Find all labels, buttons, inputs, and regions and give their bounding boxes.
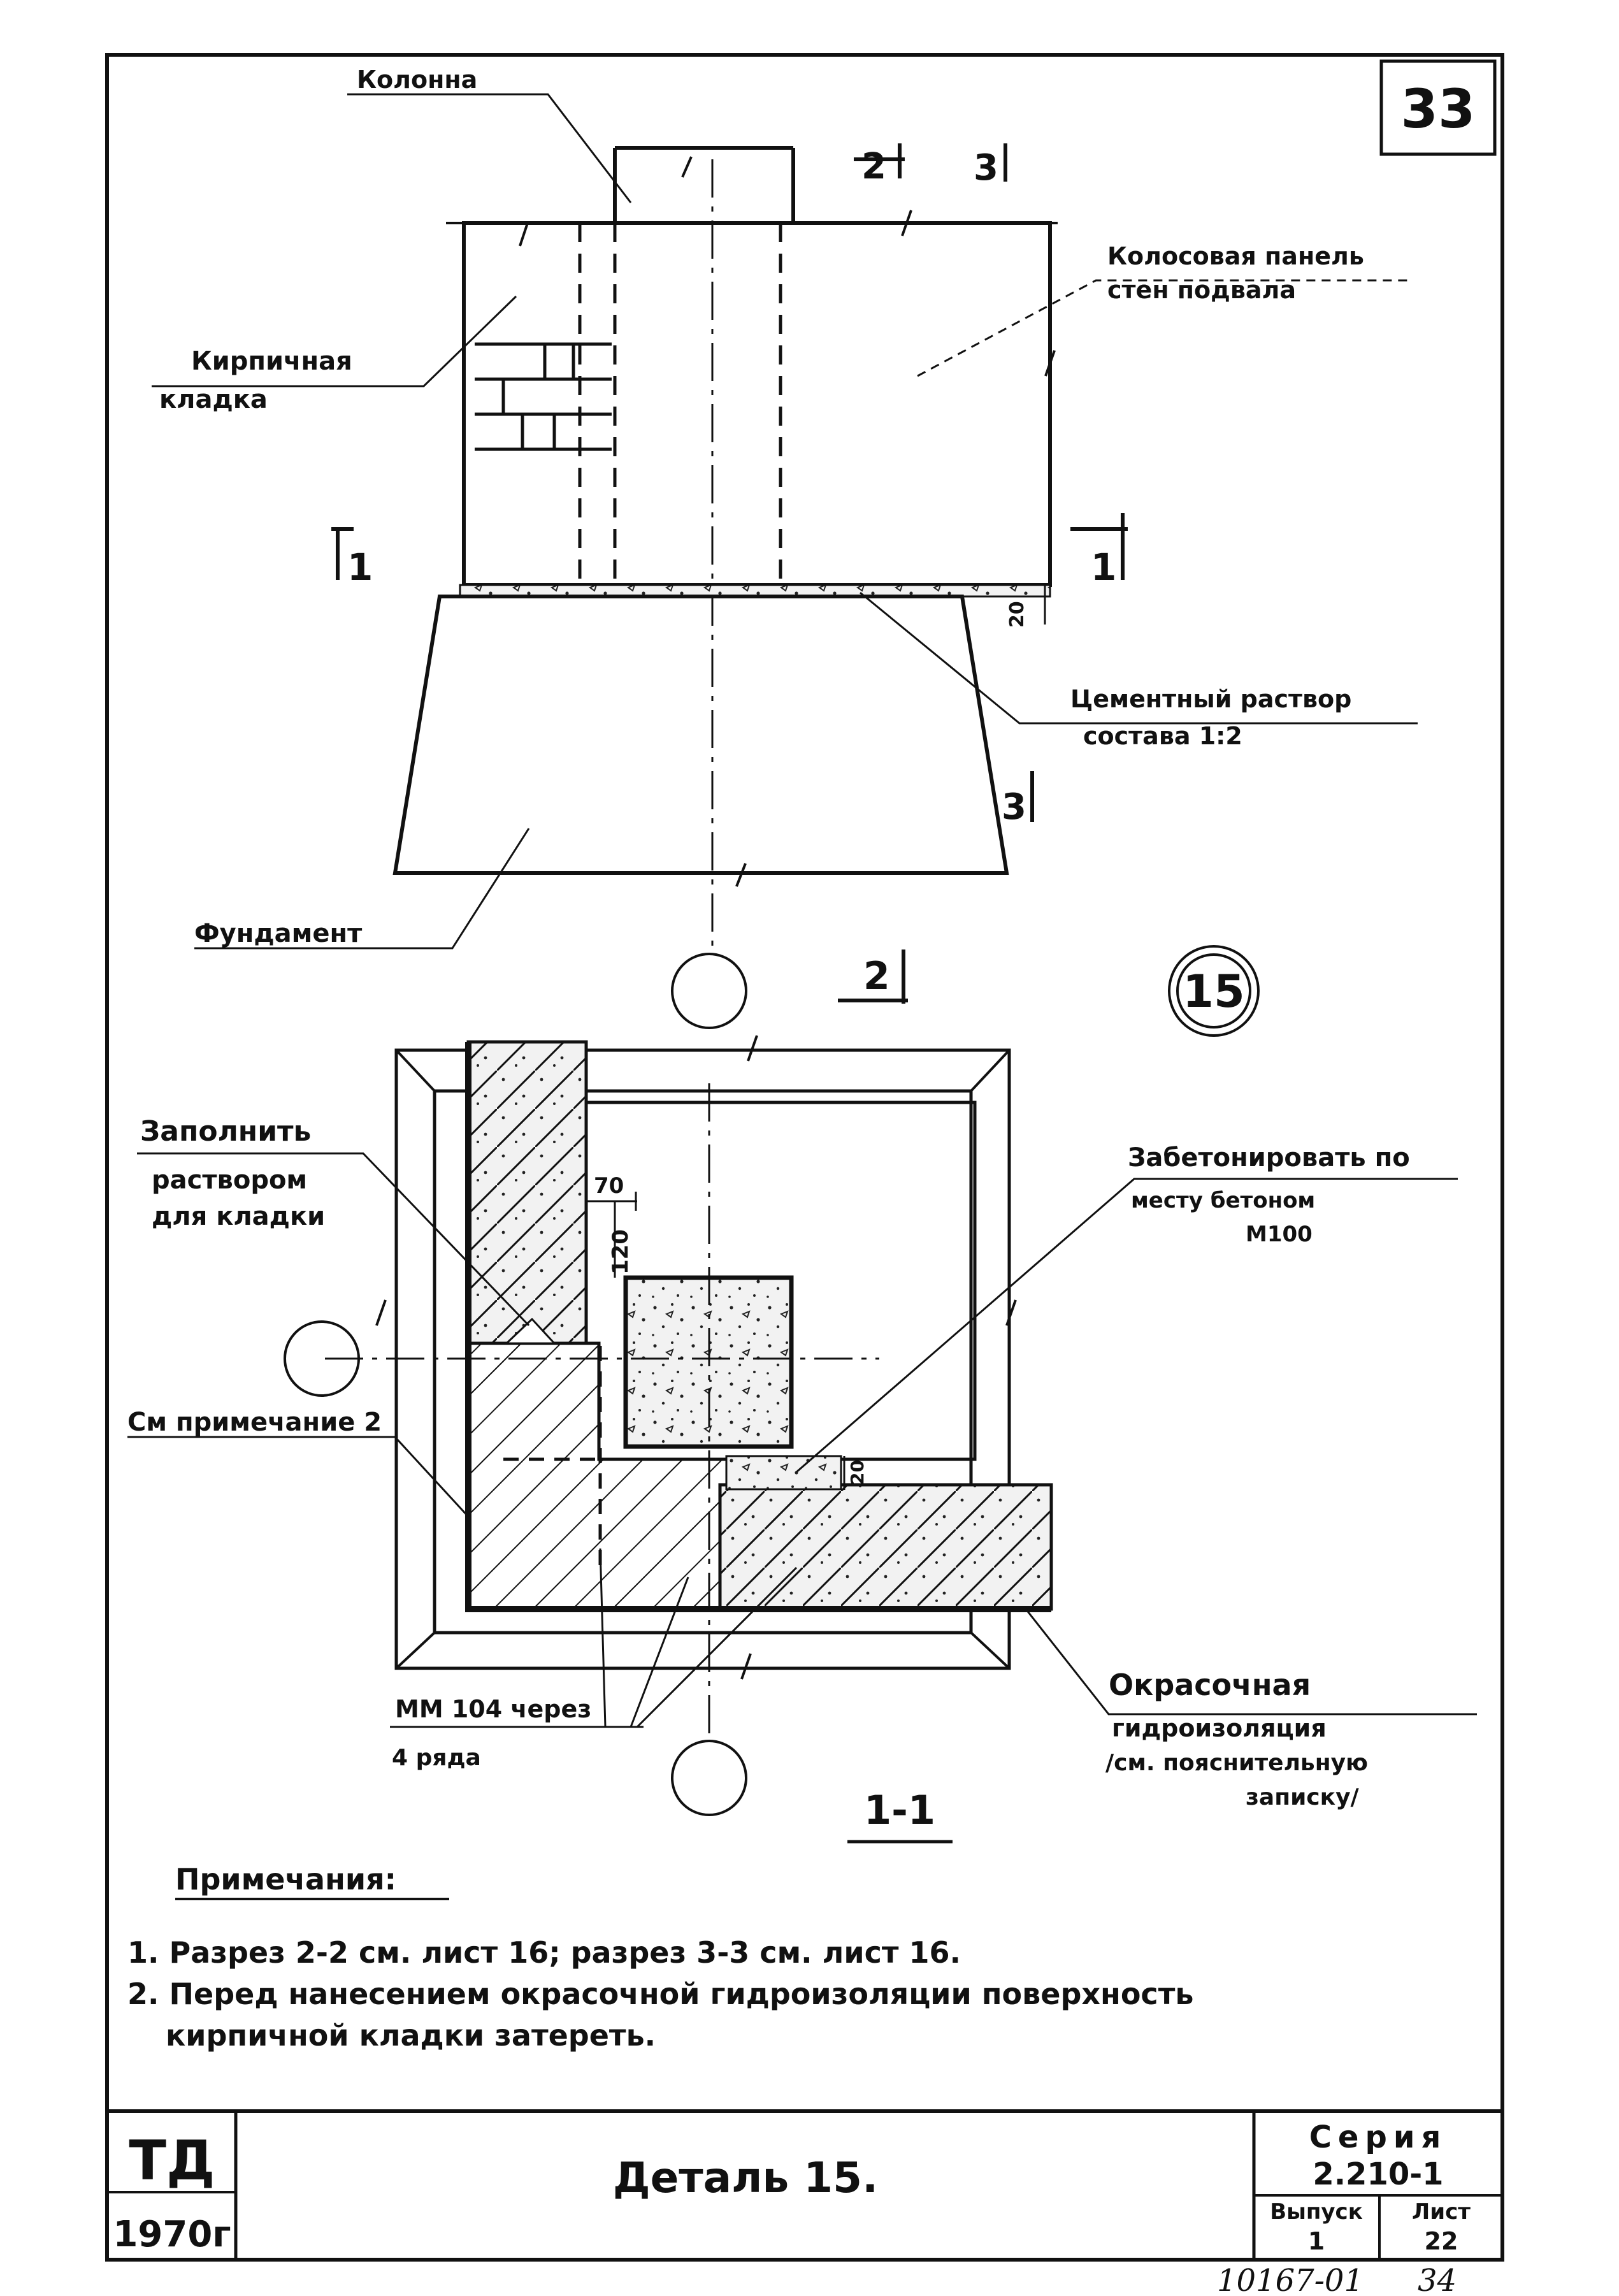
sheet-label: Лист xyxy=(1412,2199,1471,2225)
rebar-mesh-lines xyxy=(503,1346,723,1574)
svg-text:3: 3 xyxy=(974,147,998,189)
column xyxy=(613,146,795,223)
foundation xyxy=(392,595,1009,887)
svg-text:1: 1 xyxy=(347,545,373,589)
label-concrete-line2: месту бетоном xyxy=(1131,1188,1315,1213)
label-brick-line2: кладка xyxy=(159,385,268,414)
label-panel-line1: Колосовая панель xyxy=(1107,242,1364,270)
detail-number-marker: 15 xyxy=(1168,945,1260,1037)
label-paint-line4: записку/ xyxy=(1246,1784,1360,1810)
issue-value: 1 xyxy=(1308,2227,1325,2255)
section-mark-1-left: 1 xyxy=(331,527,373,589)
axis-marker-left xyxy=(284,1320,360,1397)
wall-panel xyxy=(446,159,1058,949)
label-panel-line2: стен подвала xyxy=(1107,276,1296,304)
section-title-1-1: 1-1 xyxy=(847,1787,953,1844)
svg-text:20: 20 xyxy=(1006,601,1028,628)
foundation-leader xyxy=(194,828,530,949)
horizontal-wall-panel xyxy=(718,1483,1053,1611)
note-2b: кирпичной кладки затереть. xyxy=(166,2018,656,2053)
notes-heading: Примечания: xyxy=(175,1862,396,1896)
label-brick-line1: Кирпичная xyxy=(191,347,352,376)
label-concrete-line1: Забетонировать по xyxy=(1128,1143,1410,1173)
label-mesh-line1: ММ 104 через xyxy=(395,1695,591,1723)
label-paint-line2: гидроизоляция xyxy=(1112,1714,1327,1742)
concrete-leader xyxy=(796,1178,1458,1473)
svg-text:1: 1 xyxy=(1091,545,1116,589)
title-block: ТД 1970г Деталь 15. Серия 2.210-1 Выпуск… xyxy=(107,2109,1502,2260)
sheet-frame: 33 xyxy=(105,53,1504,2262)
paint-waterproofing-line xyxy=(465,1042,1051,1612)
elevation-view: 1 1 2 3 3 20 Колонна Колосовая панель ст… xyxy=(152,66,1418,1029)
notes-block: Примечания: 1. Разрез 2-2 см. лист 16; р… xyxy=(127,1862,1193,2053)
panel-leader xyxy=(917,279,1408,377)
section-mark-2-top: 2 xyxy=(854,143,905,187)
svg-text:3: 3 xyxy=(1002,786,1026,828)
axis-marker-top xyxy=(671,953,747,1029)
org-mark: ТД xyxy=(129,2129,215,2193)
archive-stamp: 10167-01 xyxy=(1217,2263,1364,2296)
dimension-20: 20 xyxy=(843,1456,868,1490)
sheet-value: 22 xyxy=(1425,2227,1458,2255)
series-value: 2.210-1 xyxy=(1313,2156,1443,2192)
dimension-120: 120 xyxy=(608,1201,633,1278)
svg-text:1-1: 1-1 xyxy=(864,1787,935,1833)
label-paint-line1: Окрасочная xyxy=(1109,1668,1311,1702)
axis-marker-bottom xyxy=(671,1740,747,1816)
column-leader xyxy=(347,93,632,203)
section-mark-1-right: 1 xyxy=(1070,513,1128,589)
plan-section-view: 2 15 xyxy=(127,945,1477,1844)
dimension-70: 70 xyxy=(586,1173,637,1211)
vertical-wall-panel xyxy=(466,1040,588,1345)
label-paint-line3: /см. пояснительную xyxy=(1105,1750,1368,1776)
note-1: 1. Разрез 2-2 см. лист 16; разрез 3-3 см… xyxy=(127,1935,961,1970)
label-mortar-line2: состава 1:2 xyxy=(1083,722,1242,750)
label-concrete-line3: М100 xyxy=(1246,1222,1313,1247)
mortar-leader xyxy=(860,591,1418,725)
label-fill-line2: раствором xyxy=(152,1166,307,1195)
section-mark-2: 2 xyxy=(838,949,908,1004)
svg-text:2: 2 xyxy=(863,954,890,999)
label-foundation: Фундамент xyxy=(194,919,363,948)
archive-page: 34 xyxy=(1418,2263,1457,2296)
joint-dimension: 20 xyxy=(1006,584,1051,628)
paint-leader xyxy=(1025,1608,1477,1715)
label-fill-line3: для кладки xyxy=(152,1202,325,1231)
label-fill-line1: Заполнить xyxy=(140,1115,311,1148)
mesh-leader xyxy=(390,1548,798,1728)
svg-text:120: 120 xyxy=(608,1229,633,1274)
series-label: Серия xyxy=(1309,2119,1448,2155)
see-note-leader xyxy=(127,1436,470,1518)
year: 1970г xyxy=(113,2214,231,2255)
concrete-fill-zone xyxy=(725,1455,842,1491)
drawing-title: Деталь 15. xyxy=(613,2153,878,2202)
brick-leader xyxy=(152,295,517,387)
svg-text:15: 15 xyxy=(1183,965,1244,1018)
svg-text:2: 2 xyxy=(861,146,886,187)
section-mark-3-top: 3 xyxy=(974,143,1007,189)
issue-label: Выпуск xyxy=(1270,2199,1363,2225)
svg-text:70: 70 xyxy=(594,1173,624,1199)
note-2a: 2. Перед нанесением окрасочной гидроизол… xyxy=(127,1977,1193,2011)
label-see-note: См примечание 2 xyxy=(127,1408,382,1437)
fill-leader xyxy=(137,1152,530,1327)
mortar-wedge xyxy=(504,1317,557,1345)
section-mark-3-side: 3 xyxy=(1002,771,1034,828)
sheet-corner-number: 33 xyxy=(1401,78,1476,140)
label-column: Колонна xyxy=(357,66,477,94)
label-mesh-line2: 4 ряда xyxy=(392,1745,481,1771)
brick-masonry-pattern xyxy=(475,342,612,451)
svg-text:20: 20 xyxy=(847,1460,868,1485)
label-mortar-line1: Цементный раствор xyxy=(1070,685,1351,713)
